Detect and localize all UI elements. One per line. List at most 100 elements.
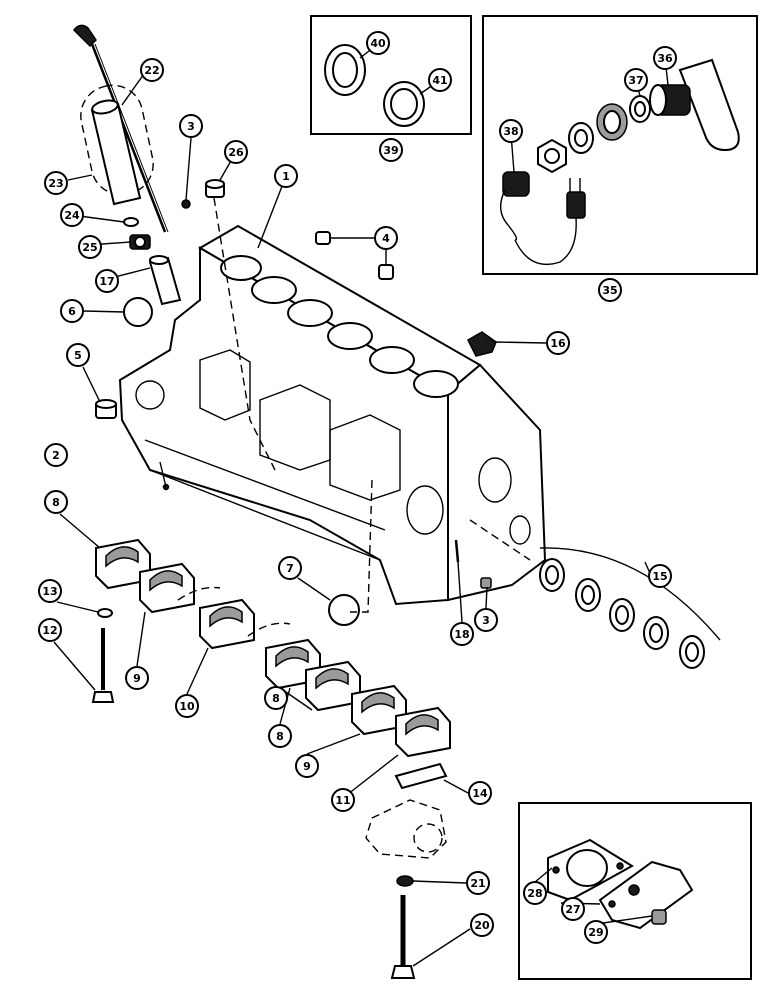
callout-layer: 1233456788899101112131415161718202122232… — [38, 31, 677, 944]
callout-circle — [648, 564, 672, 588]
callout-label: 10 — [179, 700, 195, 713]
callout-circle — [175, 694, 199, 718]
callout-circle — [468, 781, 492, 805]
callout-label: 3 — [187, 120, 195, 133]
cup-plug-26 — [205, 179, 225, 198]
callout-label: 40 — [370, 37, 386, 50]
callout-circle — [125, 666, 149, 690]
callout-circle — [450, 622, 474, 646]
callout-c10: 10 — [175, 694, 199, 718]
hex-nut — [537, 138, 567, 174]
callout-c25: 25 — [78, 235, 102, 259]
callout-c11: 11 — [331, 788, 355, 812]
cord-connector — [514, 178, 586, 266]
washer — [568, 122, 594, 154]
callout-c8a: 8 — [44, 490, 68, 514]
callout-circle — [470, 913, 494, 937]
cord-plug-38 — [500, 171, 530, 241]
callout-circle — [179, 114, 203, 138]
callout-circle — [78, 235, 102, 259]
callout-label: 9 — [133, 672, 141, 685]
callout-label: 13 — [42, 585, 57, 598]
dowel-18 — [454, 539, 460, 563]
shim-14 — [394, 762, 448, 790]
plug-4b — [378, 264, 394, 280]
callout-circle — [428, 68, 452, 92]
seal-41 — [383, 81, 425, 127]
cup-plug-5 — [95, 399, 117, 419]
callout-label: 29 — [588, 926, 603, 939]
gasket-28 — [547, 838, 634, 902]
callout-c36: 36 — [653, 46, 677, 70]
install-line-26 — [213, 197, 276, 471]
callout-label: 39 — [383, 144, 398, 157]
heater-element-36 — [649, 58, 740, 152]
callout-circle — [278, 556, 302, 580]
callout-label: 36 — [657, 52, 673, 65]
callout-label: 3 — [482, 614, 490, 627]
seal-ring — [596, 103, 628, 141]
callout-label: 2 — [52, 449, 60, 462]
callout-label: 27 — [565, 903, 580, 916]
bearing-cap-10 — [199, 598, 255, 650]
callout-c9a: 9 — [125, 666, 149, 690]
callout-label: 1 — [282, 170, 290, 183]
callout-label: 8 — [272, 692, 280, 705]
callout-circle — [523, 881, 547, 905]
expansion-plug-6 — [123, 297, 153, 327]
callout-c27: 27 — [561, 897, 585, 921]
callout-c12: 12 — [38, 618, 62, 642]
callout-label: 12 — [42, 624, 57, 637]
callout-c26: 26 — [224, 140, 248, 164]
plug-3b — [480, 577, 492, 589]
callout-circle — [140, 58, 164, 82]
bushing-set-15 — [539, 547, 721, 669]
callout-label: 25 — [82, 241, 97, 254]
callout-circle — [264, 686, 288, 710]
callout-c8c: 8 — [264, 686, 288, 710]
callout-c2: 2 — [44, 443, 68, 467]
thrust-washer-outline-2 — [247, 622, 291, 637]
plug-4a — [315, 231, 331, 245]
sender-16 — [467, 331, 497, 357]
callout-c3b: 3 — [474, 608, 498, 632]
callout-c40: 40 — [366, 31, 390, 55]
callout-label: 8 — [52, 496, 60, 509]
callout-label: 23 — [48, 177, 63, 190]
callout-c39: 39 — [379, 138, 403, 162]
callout-circle — [44, 443, 68, 467]
thrust-washer-outline — [177, 586, 221, 601]
seal-40 — [324, 44, 366, 96]
callout-label: 37 — [628, 74, 643, 87]
callout-c28: 28 — [523, 881, 547, 905]
callout-label: 16 — [550, 337, 566, 350]
callout-circle — [268, 724, 292, 748]
callout-c35: 35 — [598, 278, 622, 302]
cover-plate-27 — [598, 860, 694, 930]
expansion-plug-7 — [328, 594, 360, 626]
callout-c1: 1 — [274, 164, 298, 188]
callout-label: 15 — [652, 570, 667, 583]
callout-circle — [66, 343, 90, 367]
callout-c13: 13 — [38, 579, 62, 603]
callout-c38: 38 — [499, 119, 523, 143]
callout-label: 5 — [74, 349, 82, 362]
callout-c7: 7 — [278, 556, 302, 580]
callout-circle — [624, 68, 648, 92]
callout-circle — [38, 579, 62, 603]
callout-circle — [598, 278, 622, 302]
bearing-cap-8c — [305, 660, 361, 712]
callout-c29: 29 — [584, 920, 608, 944]
callout-label: 18 — [454, 628, 469, 641]
callout-circle — [653, 46, 677, 70]
callout-label: 20 — [474, 919, 490, 932]
o-ring-24 — [123, 217, 139, 227]
cylinder-block-1 — [118, 224, 547, 606]
callout-circle — [95, 269, 119, 293]
callout-circle — [331, 788, 355, 812]
ring-37 — [629, 95, 651, 123]
callout-label: 21 — [470, 877, 485, 890]
callout-c41: 41 — [428, 68, 452, 92]
plug-29 — [651, 909, 667, 925]
